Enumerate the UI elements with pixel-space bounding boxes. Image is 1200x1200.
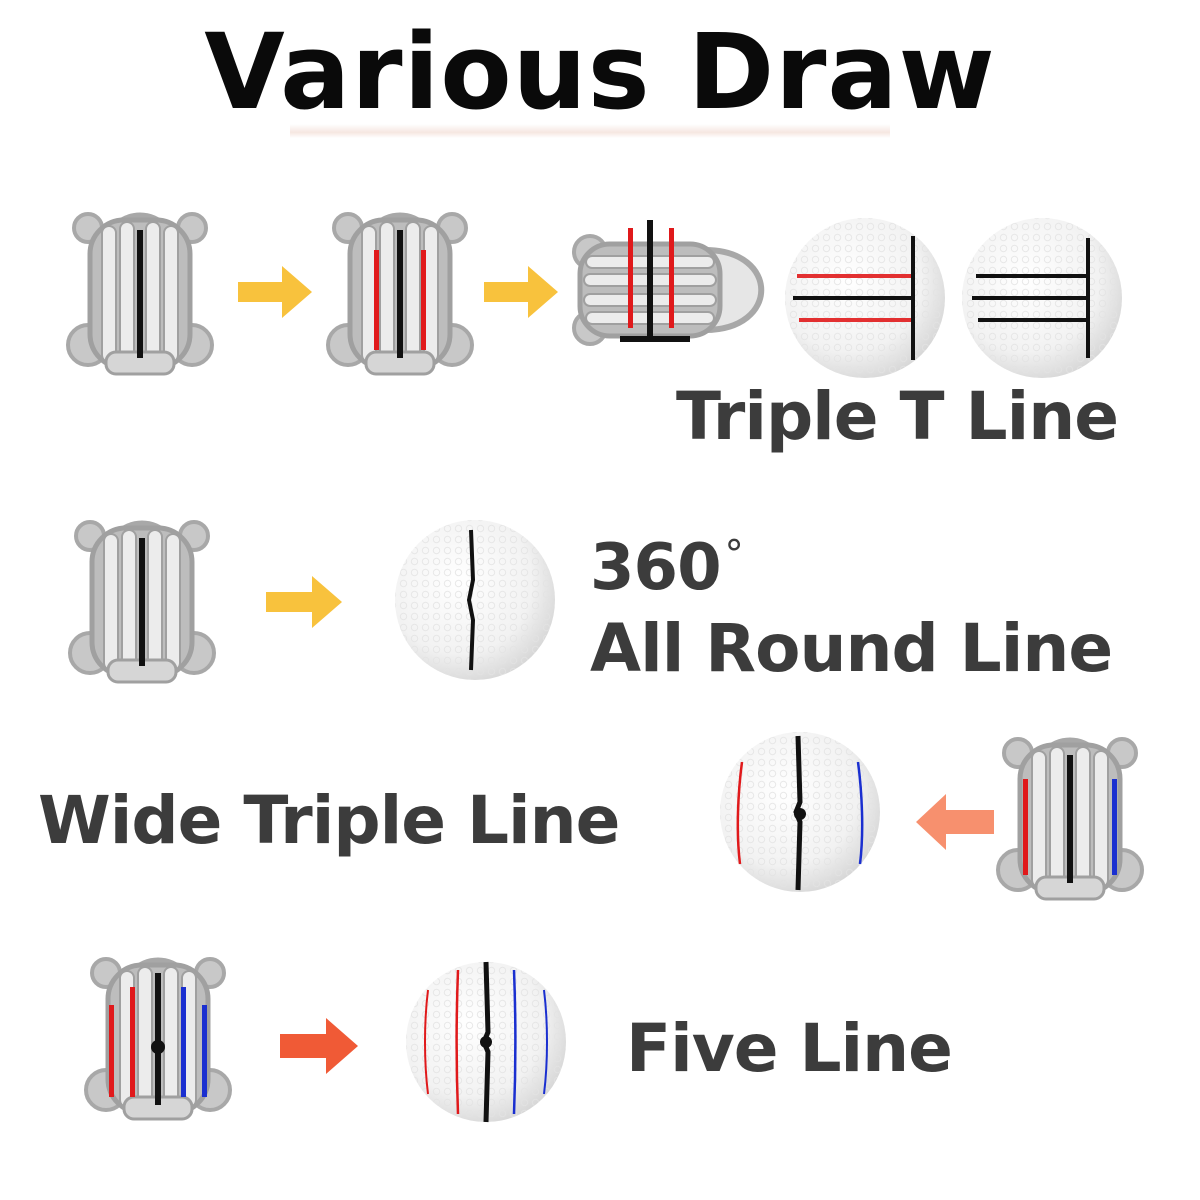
ball-wide-triple-line [720,732,880,892]
ball-triple-t-red [785,218,945,378]
stencil-rotated-t-line [572,220,765,346]
label-360-number: 360 [590,531,722,605]
label-360: 360° [590,530,744,607]
ball-single-line [395,520,555,680]
arrow-right-icon [266,576,342,628]
label-wide-triple-line: Wide Triple Line [38,782,620,859]
stencil-wide-triple-line [998,739,1142,899]
ball-five-line [406,961,566,1123]
arrow-right-icon [484,266,558,318]
arrow-right-icon [238,266,312,318]
title-underline [290,124,890,138]
label-triple-t-line: Triple T Line [676,378,1119,455]
arrow-right-icon [280,1018,358,1074]
label-all-round-line: All Round Line [590,610,1113,687]
stencil-single-line [68,214,212,374]
ball-triple-t-black [962,218,1122,378]
stencil-single-line [70,522,214,682]
label-five-line: Five Line [626,1010,953,1087]
stencil-five-line [86,959,230,1119]
page-title: Various Draw [204,11,996,133]
degree-symbol: ° [724,532,744,576]
arrow-left-icon [916,794,994,850]
stencil-triple-line [328,214,472,374]
